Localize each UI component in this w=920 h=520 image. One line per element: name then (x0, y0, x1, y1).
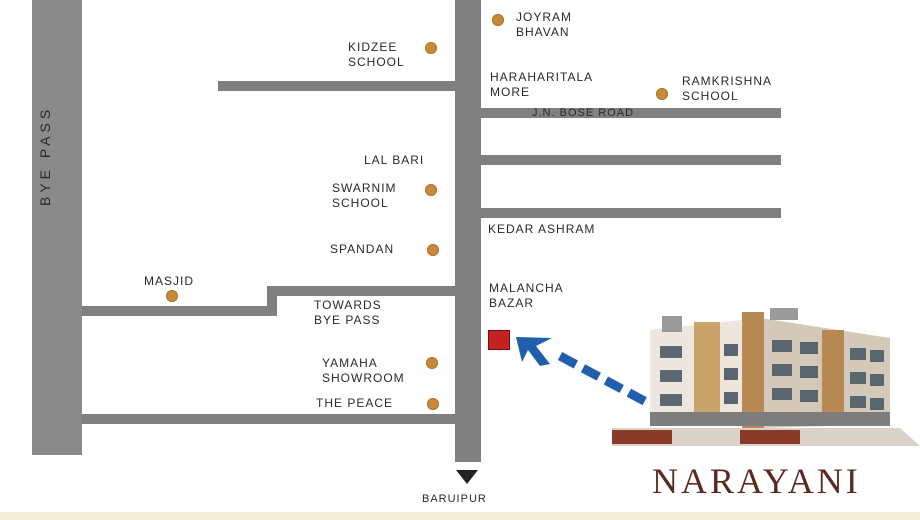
place-swarnim-school: SWARNIM SCHOOL (332, 181, 397, 211)
route-arrow (516, 337, 653, 408)
place-malancha-bazar: MALANCHA BAZAR (489, 281, 564, 311)
main-road (455, 0, 481, 462)
place-line: KIDZEE (348, 40, 398, 54)
dot-icon (425, 184, 437, 196)
square-marker-icon (488, 330, 510, 350)
place-haraharitala-more: HARAHARITALA MORE (490, 70, 593, 100)
dot-icon (166, 290, 178, 302)
down-triangle-icon (456, 470, 478, 484)
place-line: SCHOOL (332, 196, 389, 210)
place-joyram-bhavan: JOYRAM BHAVAN (516, 10, 572, 40)
brand-name: NARAYANI (652, 461, 861, 501)
place-kidzee-school: KIDZEE SCHOOL (348, 40, 405, 70)
place-line: YAMAHA (322, 356, 378, 370)
dot-icon (656, 88, 668, 100)
place-line: SWARNIM (332, 181, 397, 195)
place-ramkrishna-school: RAMKRISHNA SCHOOL (682, 74, 772, 104)
place-line: MALANCHA (489, 281, 564, 295)
place-line: BYE PASS (314, 313, 381, 327)
road-label-jn-bose: J.N. BOSE ROAD (532, 107, 635, 119)
place-line: RAMKRISHNA (682, 74, 773, 88)
place-line: BAZAR (489, 296, 535, 310)
place-spandan: SPANDAN (330, 242, 395, 256)
dot-icon (427, 398, 439, 410)
road-jn-bose (481, 108, 781, 118)
dot-icon (426, 357, 438, 369)
road-lal-bari (481, 155, 781, 165)
place-the-peace: THE PEACE (316, 396, 394, 410)
place-line: JOYRAM (516, 10, 573, 24)
place-line: SHOWROOM (322, 371, 405, 385)
place-masjid: MASJID (144, 274, 195, 288)
place-line: HARAHARITALA (490, 70, 594, 84)
place-yamaha-showroom: YAMAHA SHOWROOM (322, 356, 405, 386)
dot-icon (427, 244, 439, 256)
road-masjid-jog (267, 286, 277, 316)
road-kidzee (218, 81, 458, 91)
place-line: SCHOOL (682, 89, 739, 103)
bottom-band (0, 512, 920, 520)
place-line: MORE (490, 85, 530, 99)
dot-icon (492, 14, 504, 26)
road-kedar (481, 208, 781, 218)
road-masjid (82, 306, 277, 316)
road-towards-bypass (267, 286, 457, 296)
road-bottom (82, 414, 458, 424)
dot-icon (425, 42, 437, 54)
place-line: BHAVAN (516, 25, 570, 39)
place-line: TOWARDS (314, 298, 382, 312)
place-towards-bye-pass: TOWARDS BYE PASS (314, 298, 382, 328)
place-baruipur: BARUIPUR (422, 493, 487, 505)
place-lal-bari: LAL BARI (364, 153, 425, 167)
bypass-road (32, 0, 82, 455)
place-line: SCHOOL (348, 55, 405, 69)
place-kedar-ashram: KEDAR ASHRAM (488, 222, 596, 236)
building-illustration (612, 308, 920, 446)
